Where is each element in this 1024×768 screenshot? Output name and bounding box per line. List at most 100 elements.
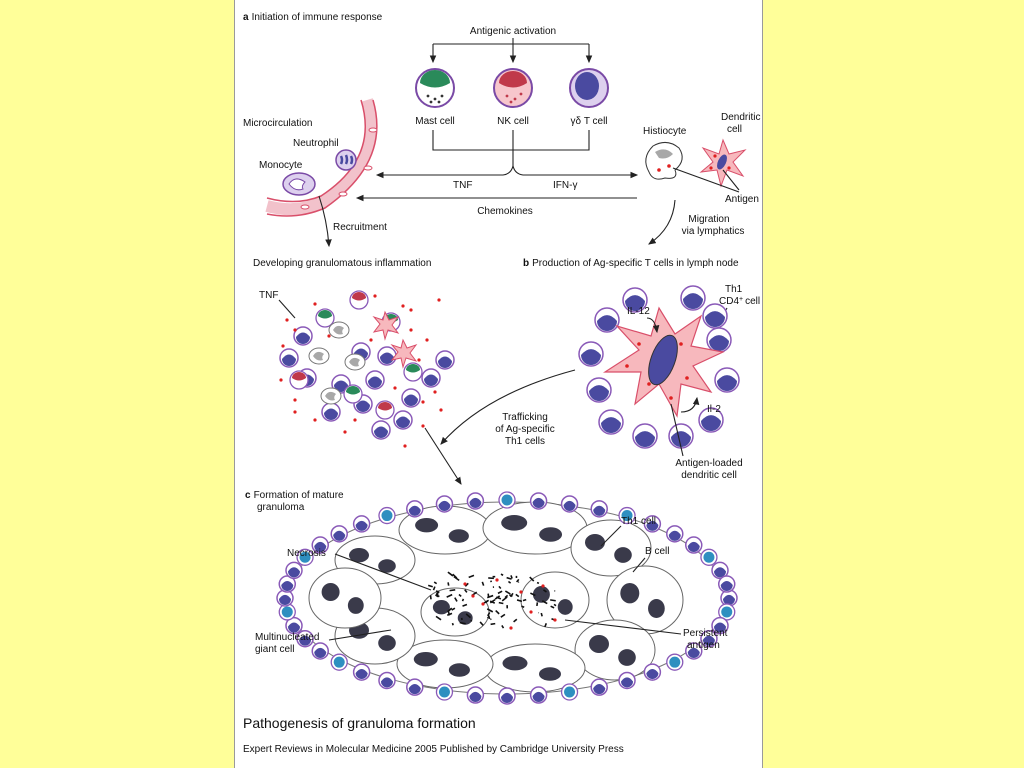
- macrophage-icon: [344, 353, 366, 371]
- mature-granuloma: [276, 491, 738, 705]
- b-cell-icon: [278, 603, 296, 621]
- necrotic-debris: [513, 618, 518, 623]
- trafficking-label-line2: of Ag-specific: [495, 424, 554, 435]
- antigen-dot: [463, 582, 467, 586]
- antigen-loaded-pointer: [670, 403, 684, 457]
- necrotic-debris: [495, 609, 500, 615]
- antigen-loaded-label-line1: Antigen-loaded: [675, 458, 742, 469]
- antigen-dot: [421, 424, 425, 428]
- necrotic-debris: [521, 605, 525, 608]
- t-cell-icon: [352, 515, 371, 533]
- antigen-dot: [401, 304, 405, 308]
- persistent-antigen-label-line2: antigen: [687, 640, 720, 651]
- necrotic-debris: [501, 596, 508, 602]
- necrotic-debris: [427, 584, 433, 588]
- antigen-dot: [393, 386, 397, 390]
- t-cell-icon: [352, 663, 371, 681]
- b-cell-icon: [700, 548, 718, 566]
- antigen-loaded-dendritic-cell-icon: [602, 306, 725, 418]
- necrotic-debris: [446, 593, 453, 598]
- trafficking-label-line1: Trafficking: [502, 412, 548, 423]
- antigenic-activation-label: Antigenic activation: [470, 26, 556, 37]
- neutrophil-icon: [335, 149, 357, 171]
- multinucleated-giant-cell-icon: [484, 643, 586, 693]
- t-cell-icon: [711, 616, 729, 635]
- antigen-dot: [353, 418, 357, 422]
- tnf-label: TNF: [453, 180, 472, 191]
- antigen-dot: [417, 358, 421, 362]
- t-cell-icon: [643, 663, 662, 681]
- figure-title: Pathogenesis of granuloma formation: [243, 715, 476, 731]
- t-cell-icon: [330, 525, 348, 543]
- monocyte-icon: [282, 172, 316, 196]
- b-cell-icon: [498, 491, 516, 509]
- necrotic-debris: [459, 621, 466, 625]
- necrotic-debris: [509, 592, 514, 598]
- necrosis-pointer: [334, 553, 432, 591]
- necrotic-debris: [541, 600, 548, 605]
- necrotic-debris: [447, 611, 451, 616]
- t-cell-icon: [622, 287, 648, 313]
- necrotic-debris: [530, 592, 536, 597]
- dendritic-label-line1: Dendritic: [721, 112, 760, 123]
- t-cell-icon: [421, 368, 441, 388]
- t-cell-icon: [618, 671, 636, 690]
- b-cell-icon: [296, 548, 314, 566]
- t-cell-icon: [685, 642, 703, 660]
- necrotic-debris: [489, 598, 496, 604]
- necrotic-debris: [540, 612, 543, 617]
- necrotic-debris: [470, 619, 473, 622]
- il2-arrow: [680, 396, 700, 413]
- antigen-dot: [495, 578, 499, 582]
- th1-cell-label: Th1 cell: [621, 516, 656, 527]
- t-cell-icon: [698, 407, 724, 433]
- necrotic-debris: [458, 593, 462, 597]
- necrotic-debris: [479, 621, 484, 626]
- t-cell-icon: [378, 671, 396, 690]
- t-cell-icon: [668, 423, 694, 449]
- convergence-bracket: [432, 130, 590, 166]
- necrotic-debris: [462, 603, 468, 607]
- mast-cell-icon: [415, 68, 455, 108]
- necrotic-debris: [451, 622, 454, 626]
- antigen-dot: [481, 602, 485, 606]
- recruitment-arrow: [318, 195, 332, 248]
- necrotic-debris: [488, 615, 491, 620]
- antigen-dot: [403, 444, 407, 448]
- il12-arrow: [646, 317, 660, 334]
- necrotic-debris: [464, 582, 469, 587]
- necrotic-debris: [484, 600, 489, 604]
- histiocyte-icon: [645, 142, 683, 180]
- trafficking-arrow: [440, 369, 576, 445]
- b-cell-pointer: [632, 557, 646, 573]
- to-granuloma-arrow: [424, 427, 462, 485]
- antigen-dot: [313, 302, 317, 306]
- b-cell-icon: [378, 506, 396, 525]
- antigen-dot: [293, 398, 297, 402]
- b-cell-icon: [330, 653, 348, 671]
- t-cell-icon: [311, 642, 329, 660]
- necrotic-debris: [516, 599, 523, 603]
- migration-arrow: [648, 199, 676, 245]
- necrotic-debris: [461, 598, 465, 602]
- multinucleated-giant-cell-icon: [396, 639, 494, 689]
- section-c-heading-line2: granuloma: [257, 502, 305, 513]
- t-cell-icon: [590, 500, 608, 518]
- b-cell-icon: [435, 683, 454, 701]
- antigen-dot: [369, 338, 373, 342]
- il2-label: Il-2: [707, 404, 721, 415]
- multinucleated-giant-cell-icon: [420, 587, 490, 637]
- developing-heading: Developing granulomatous inflammation: [253, 258, 431, 269]
- antigen-dot: [409, 328, 413, 332]
- necrotic-debris: [500, 613, 506, 618]
- antigen-dot: [293, 328, 297, 332]
- antigen-dot: [437, 298, 441, 302]
- t-cell-icon: [435, 495, 454, 513]
- necrotic-debris: [543, 589, 547, 593]
- t-cell-icon: [321, 402, 341, 422]
- t-cell-icon: [714, 367, 740, 393]
- b-cell-icon: [618, 506, 636, 525]
- antigen-dot: [519, 590, 523, 594]
- multinucleated-giant-cell-icon: [606, 565, 684, 635]
- b-cell-label: B cell: [645, 546, 669, 557]
